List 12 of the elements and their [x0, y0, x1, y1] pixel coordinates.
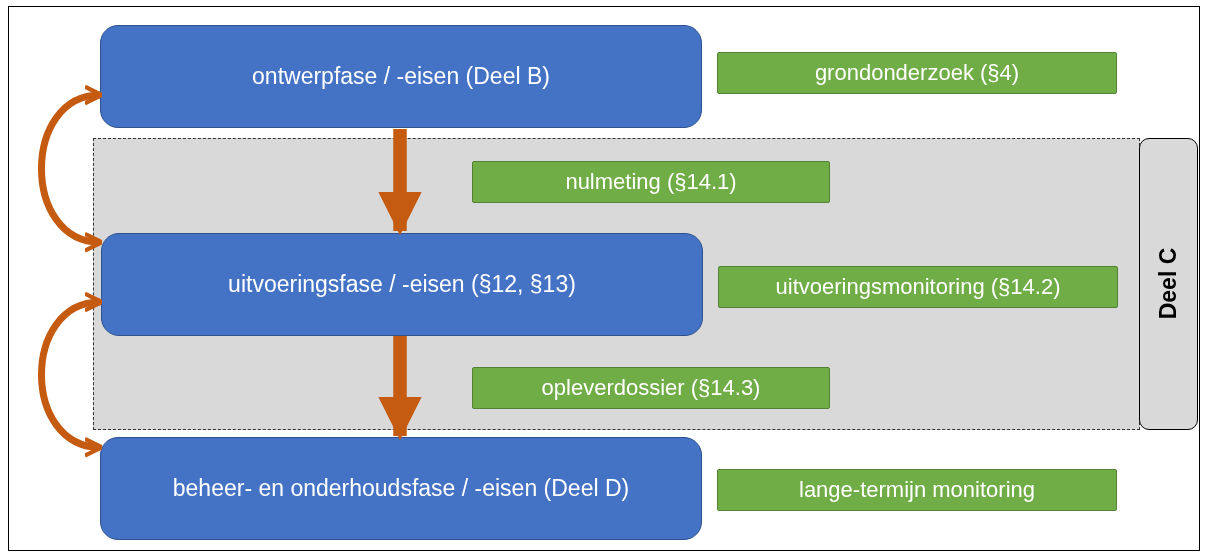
reference-label: nulmeting (§14.1): [472, 161, 830, 203]
reference-label: grondonderzoek (§4): [717, 52, 1117, 94]
reference-label: opleverdossier (§14.3): [472, 367, 830, 409]
process-box: uitvoeringsfase / -eisen (§12, §13): [101, 233, 703, 336]
arrow: [378, 336, 422, 441]
arrow: [38, 294, 104, 456]
reference-label: lange-termijn monitoring: [717, 469, 1117, 511]
process-box: ontwerpfase / -eisen (Deel B): [100, 25, 702, 128]
reference-label: uitvoeringsmonitoring (§14.2): [718, 266, 1118, 308]
process-box: beheer- en onderhoudsfase / -eisen (Deel D): [100, 437, 702, 540]
section-tab: Deel C: [1139, 137, 1198, 430]
arrow: [38, 87, 104, 251]
